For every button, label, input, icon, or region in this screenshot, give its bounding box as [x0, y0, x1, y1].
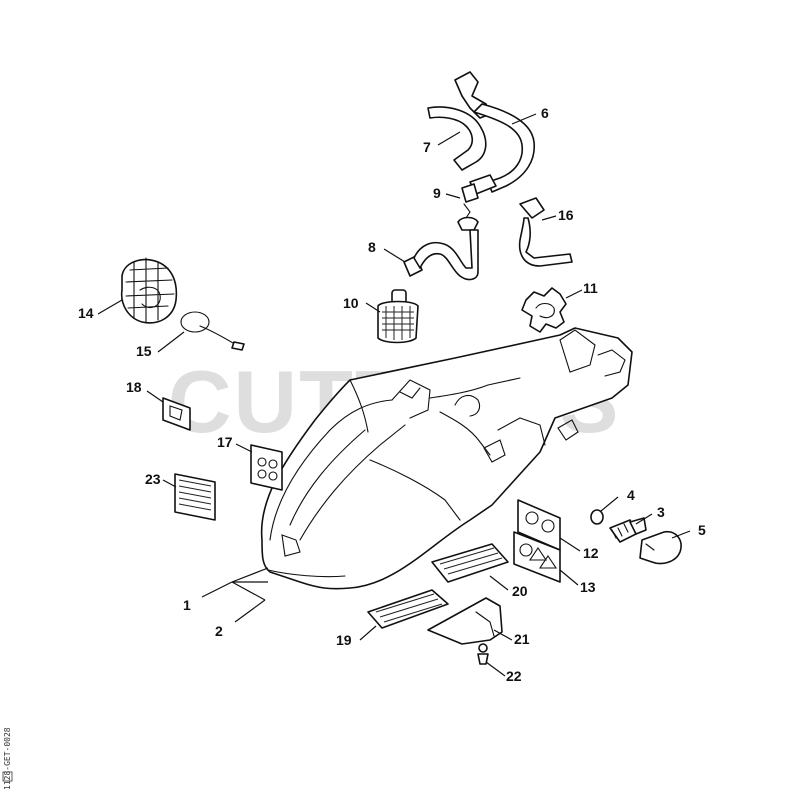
label-23-part — [174, 473, 216, 521]
callout-13: 13 — [580, 579, 596, 595]
label-13-part — [513, 531, 561, 583]
callout-5: 5 — [698, 522, 706, 538]
fuel-hose-part — [403, 229, 479, 281]
callout-16: 16 — [558, 207, 574, 223]
callout-15: 15 — [136, 343, 152, 359]
callout-8: 8 — [368, 239, 376, 255]
callout-19: 19 — [336, 632, 352, 648]
callout-22: 22 — [506, 668, 522, 684]
callout-6: 6 — [541, 105, 549, 121]
callout-21: 21 — [514, 631, 530, 647]
cable-part — [180, 311, 245, 351]
callout-18: 18 — [126, 379, 142, 395]
callout-7: 7 — [423, 139, 431, 155]
ring-part — [590, 509, 604, 525]
screw-part — [477, 643, 489, 665]
housing-part — [260, 327, 633, 590]
plate-20-part — [431, 543, 509, 583]
buffer-part — [521, 287, 567, 333]
callout-11: 11 — [583, 280, 598, 296]
fitting-part — [457, 183, 479, 231]
bolt-part — [609, 517, 647, 543]
plate-19-part — [367, 589, 449, 629]
hose-part — [427, 71, 535, 195]
callout-10: 10 — [343, 295, 359, 311]
callout-4: 4 — [627, 487, 635, 503]
callout-labels: 1 2 3 4 5 6 7 8 9 10 11 12 13 14 15 16 1… — [78, 105, 706, 684]
label-17-part — [250, 444, 283, 491]
document-id: 1128-GET-0028 — [3, 727, 12, 790]
callout-20: 20 — [512, 583, 528, 599]
label-18-part — [162, 397, 191, 431]
document-id-box — [2, 771, 13, 782]
callout-14: 14 — [78, 305, 94, 321]
cover-part — [427, 597, 503, 645]
cap-part — [639, 530, 682, 565]
starter-part — [120, 257, 178, 324]
callout-23: 23 — [145, 471, 161, 487]
callout-1: 1 — [183, 597, 191, 613]
leader-lines — [97, 113, 691, 677]
callout-9: 9 — [433, 185, 441, 201]
callout-17: 17 — [217, 434, 233, 450]
callout-3: 3 — [657, 504, 665, 520]
callout-2: 2 — [215, 623, 223, 639]
pickup-body-part — [518, 197, 573, 267]
callout-12: 12 — [583, 545, 599, 561]
fuel-filter-part — [377, 289, 419, 344]
